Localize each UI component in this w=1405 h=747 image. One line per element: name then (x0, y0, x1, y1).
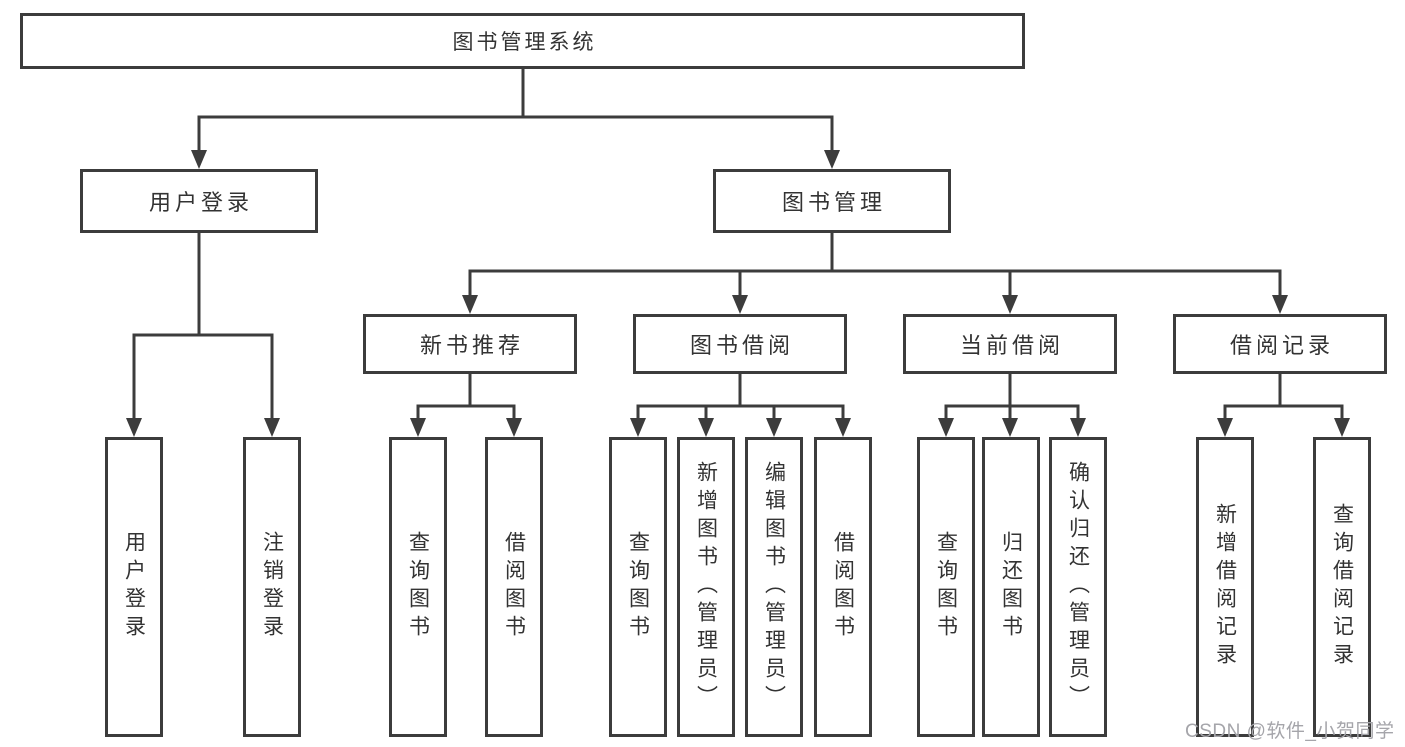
leaf-query-books-borrowing: 查询图书 (609, 437, 667, 737)
leaf-add-borrow-record: 新增借阅记录 (1196, 437, 1254, 737)
node-new-book-recommend: 新书推荐 (363, 314, 577, 374)
leaf-query-books-current: 查询图书 (917, 437, 975, 737)
node-library-system: 图书管理系统 (20, 13, 1025, 69)
watermark: CSDN @软件_小贺同学 (1185, 721, 1395, 742)
node-current-borrowing: 当前借阅 (903, 314, 1117, 374)
leaf-edit-book-admin: 编辑图书（管理员） (745, 437, 803, 737)
leaf-query-borrow-record: 查询借阅记录 (1313, 437, 1371, 737)
node-user-login: 用户登录 (80, 169, 318, 233)
leaf-add-book-admin: 新增图书（管理员） (677, 437, 735, 737)
leaf-user-login: 用户登录 (105, 437, 163, 737)
leaf-logout: 注销登录 (243, 437, 301, 737)
leaf-confirm-return-admin: 确认归还（管理员） (1049, 437, 1107, 737)
leaf-borrow-books-recommend: 借阅图书 (485, 437, 543, 737)
node-book-management: 图书管理 (713, 169, 951, 233)
node-book-borrowing: 图书借阅 (633, 314, 847, 374)
arrowheads (126, 150, 1350, 437)
leaf-borrow-books: 借阅图书 (814, 437, 872, 737)
leaf-query-books-recommend: 查询图书 (389, 437, 447, 737)
leaf-return-book: 归还图书 (982, 437, 1040, 737)
node-borrowing-records: 借阅记录 (1173, 314, 1387, 374)
